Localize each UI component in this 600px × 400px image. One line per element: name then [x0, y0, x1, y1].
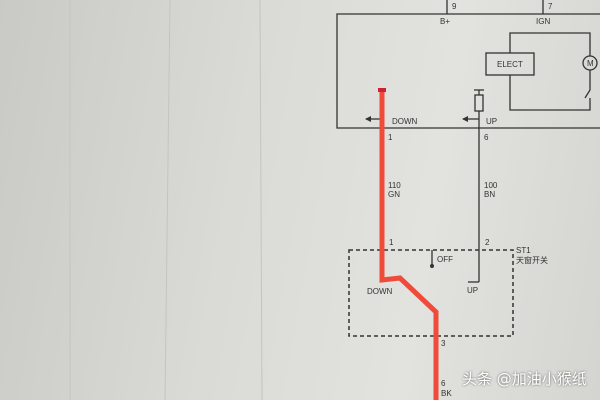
arrows [365, 116, 468, 268]
label-ign: IGN [536, 17, 550, 26]
pin-bplus: 9 [452, 2, 457, 11]
up-resistor-icon [474, 94, 484, 112]
module-down-label: DOWN [392, 117, 418, 126]
switch-pin2: 2 [485, 238, 490, 247]
switch-id: ST1 [516, 246, 531, 255]
switch-off: OFF [437, 255, 453, 264]
switch-pin3: 3 [441, 339, 446, 348]
down-connector [378, 88, 386, 92]
switch-pin1: 1 [389, 238, 394, 247]
module-up-label: UP [486, 117, 497, 126]
wire-110: 110 [388, 181, 401, 190]
pin-up: 6 [484, 133, 489, 142]
down-circuit-highlight [379, 88, 439, 400]
pin-down: 1 [388, 133, 393, 142]
switch-up: UP [467, 286, 478, 295]
switch-down: DOWN [367, 287, 393, 296]
ground-color: BK [441, 389, 452, 398]
sunroof-switch-box [348, 249, 514, 337]
motor-label: M [587, 59, 594, 68]
wire-100: 100 [484, 181, 498, 190]
arrow-left-icon [365, 116, 371, 122]
arrow-left-icon [462, 116, 468, 122]
label-bplus: B+ [440, 17, 450, 26]
control-module [336, 0, 600, 283]
wire-bn: BN [484, 190, 495, 199]
pin-ign: 7 [548, 2, 553, 11]
ground-pin: 6 [441, 379, 446, 388]
wire-gn: GN [388, 190, 400, 199]
watermark: 头条 @加油小猴纸 [462, 370, 587, 388]
paper-grid [69, 0, 263, 400]
switch-name: 天窗开关 [516, 255, 548, 265]
elect-label: ELECT [497, 60, 523, 69]
